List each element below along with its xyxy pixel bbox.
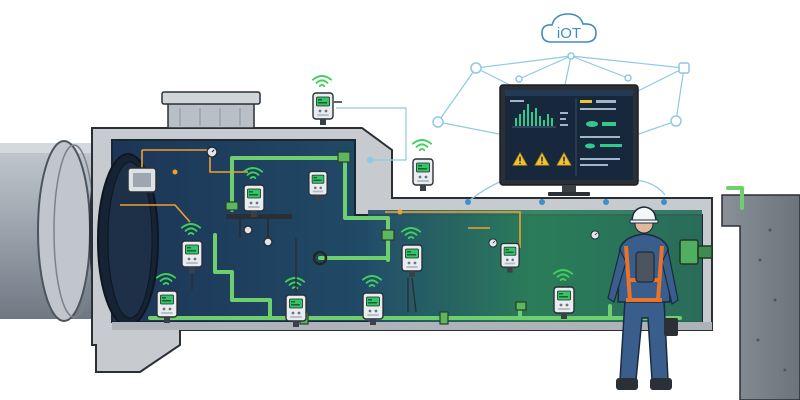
cloud-label: iOT xyxy=(557,25,581,42)
network-nodes xyxy=(366,52,690,164)
control-box xyxy=(127,167,157,193)
sensor-mounts xyxy=(191,238,417,313)
ground-right xyxy=(721,194,800,400)
sensor-link-dots xyxy=(465,199,667,205)
valve-icon xyxy=(679,239,713,265)
pressure-gauge-icon xyxy=(206,146,218,158)
maintenance-worker-icon xyxy=(607,206,679,390)
pressure-gauge-icon xyxy=(590,230,600,240)
dashboard-bar-chart xyxy=(515,104,553,126)
cloud-icon xyxy=(541,13,597,43)
valve-rack xyxy=(226,214,292,247)
network-links xyxy=(336,55,685,201)
pressure-gauge-icon xyxy=(488,238,498,248)
power-cables xyxy=(120,149,521,248)
manhole-cover xyxy=(161,91,261,129)
dashboard-monitor xyxy=(499,84,639,196)
